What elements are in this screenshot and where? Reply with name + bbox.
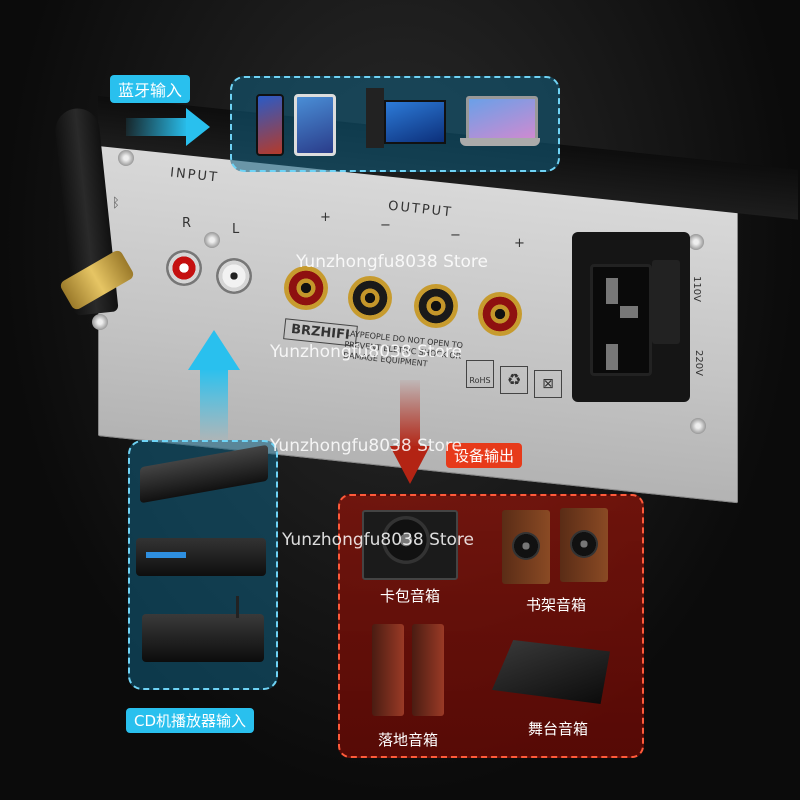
power-pin <box>620 306 638 318</box>
fuse-holder[interactable] <box>652 260 680 344</box>
arrow-down-shaft <box>400 380 420 448</box>
minus-sign: − <box>380 218 393 233</box>
screw-icon <box>92 314 108 330</box>
monitor-icon <box>384 100 446 144</box>
bluetooth-icon: ᛒ <box>112 196 120 211</box>
watermark: Yunzhongfu8038 Store <box>270 342 463 362</box>
speaker-label: 卡包音箱 <box>379 587 440 605</box>
channel-l-label: L <box>232 222 242 237</box>
laptop-icon <box>466 96 538 142</box>
binding-post-black[interactable] <box>348 276 392 320</box>
screw-icon <box>690 418 706 434</box>
media-player-icon <box>142 614 264 662</box>
speaker-label: 书架音箱 <box>525 596 586 614</box>
rohs-badge: RoHS <box>466 360 494 388</box>
antenna-icon <box>236 596 239 618</box>
watermark: Yunzhongfu8038 Store <box>282 530 475 550</box>
power-pin <box>606 344 618 370</box>
phone-icon <box>256 94 284 156</box>
arrow-up-shaft <box>200 368 228 440</box>
speaker-cone <box>382 516 430 564</box>
device-output-tag: 设备输出 <box>446 443 523 468</box>
voltage-110-label: 110V <box>691 276 702 302</box>
minus-sign: − <box>450 228 463 243</box>
channel-r-label: R <box>182 216 194 231</box>
floor-speaker-icon <box>412 624 444 716</box>
screw-icon <box>204 232 220 248</box>
binding-post-red[interactable] <box>478 292 522 336</box>
arrow-up-icon <box>188 330 240 370</box>
recycle-icon: ♻ <box>500 366 528 394</box>
screw-icon <box>118 150 134 166</box>
binding-post-black[interactable] <box>414 284 458 328</box>
speaker-cone <box>570 530 598 558</box>
arrow-down-icon <box>390 446 430 484</box>
bluetooth-input-tag: 蓝牙输入 <box>110 75 191 103</box>
arrow-right-icon <box>126 118 188 136</box>
cd-display <box>146 552 186 558</box>
speaker-label: 舞台音箱 <box>527 720 588 738</box>
arrow-head <box>186 108 210 146</box>
plus-sign: + <box>320 210 333 225</box>
weee-bin-icon: ⊠ <box>534 370 562 398</box>
floor-speaker-icon <box>372 624 404 716</box>
laptop-base <box>460 138 540 146</box>
binding-post-red[interactable] <box>284 266 328 310</box>
cd-input-tag: CD机播放器输入 <box>126 708 255 733</box>
voltage-220-label: 220V <box>693 350 704 376</box>
watermark: Yunzhongfu8038 Store <box>270 436 463 456</box>
watermark: Yunzhongfu8038 Store <box>296 252 489 272</box>
speaker-cone <box>512 532 540 560</box>
pc-tower-icon <box>366 88 384 148</box>
speaker-label: 落地音箱 <box>377 731 438 749</box>
tablet-icon <box>294 94 336 156</box>
power-pin <box>606 278 618 304</box>
rca-jack-left[interactable] <box>216 258 252 294</box>
power-socket <box>590 264 652 376</box>
rca-jack-right[interactable] <box>166 250 202 286</box>
screw-icon <box>688 234 704 250</box>
plus-sign: + <box>514 236 527 251</box>
